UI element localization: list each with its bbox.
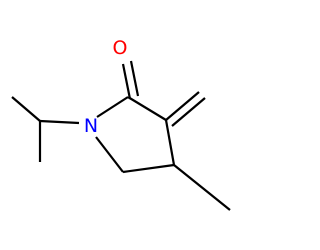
bond-carbonyl-carbon-to-methylene-carbon: [127, 96, 167, 121]
bond-nitrogen-to-carbonyl-carbon: [96, 96, 129, 118]
bond-carbonyl-double-line-2: [129, 60, 140, 97]
bond-ring-ch2-to-nitrogen: [95, 136, 124, 173]
bond-methine-carbon-to-methyl: [173, 164, 231, 211]
molecule-structure-diagram: O N: [11, 37, 231, 211]
bond-carbonyl-double-line-1: [121, 63, 132, 100]
oxygen-atom-label: O: [113, 37, 128, 59]
bond-methylene-double-line-1: [165, 91, 200, 121]
nitrogen-atom-label: N: [84, 115, 98, 137]
bond-methine-carbon-to-ring-ch2: [122, 163, 175, 174]
bond-isopropyl-ch-to-nitrogen: [39, 119, 80, 125]
bond-isopropyl-ch-to-methyl-top: [11, 96, 41, 122]
bond-methylene-double-line-2: [171, 97, 206, 127]
bond-methylene-carbon-to-methine-carbon: [164, 119, 176, 166]
